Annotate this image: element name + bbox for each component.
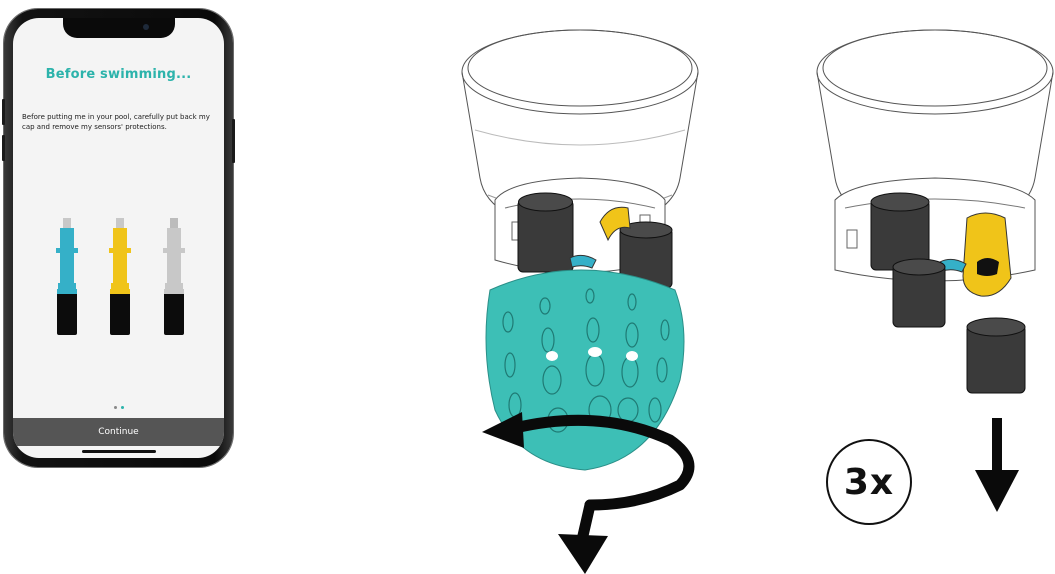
page-indicator [13, 406, 224, 409]
put-back-cap-illustration [440, 0, 740, 574]
sensors-illustration [13, 213, 224, 343]
phone-volume-button [2, 135, 5, 161]
page-dot-active[interactable] [121, 406, 124, 409]
phone-notch [63, 18, 175, 38]
home-indicator[interactable] [82, 450, 156, 453]
grey-sensor-icon [163, 218, 185, 335]
arrow-head-icon [558, 534, 608, 574]
page-dot[interactable] [114, 406, 117, 409]
yellow-sensor-icon [109, 218, 131, 335]
repeat-count-label: 3x [828, 462, 910, 503]
yellow-sensor-icon [963, 213, 1011, 296]
phone-mockup: Before swimming... Before putting me in … [4, 9, 233, 467]
sensor-protection-caps-icon [871, 193, 929, 270]
repeat-count-badge: 3x [826, 439, 912, 525]
camera-icon [143, 24, 149, 30]
phone-power-button [232, 119, 235, 163]
continue-button[interactable]: Continue [13, 418, 224, 446]
phone-screen: Before swimming... Before putting me in … [13, 18, 224, 458]
down-arrow-icon [975, 418, 1019, 512]
phone-volume-button [2, 99, 5, 125]
screen-instructions: Before putting me in your pool, carefull… [22, 113, 216, 132]
blue-sensor-icon [56, 218, 78, 335]
screen-title: Before swimming... [13, 67, 224, 82]
